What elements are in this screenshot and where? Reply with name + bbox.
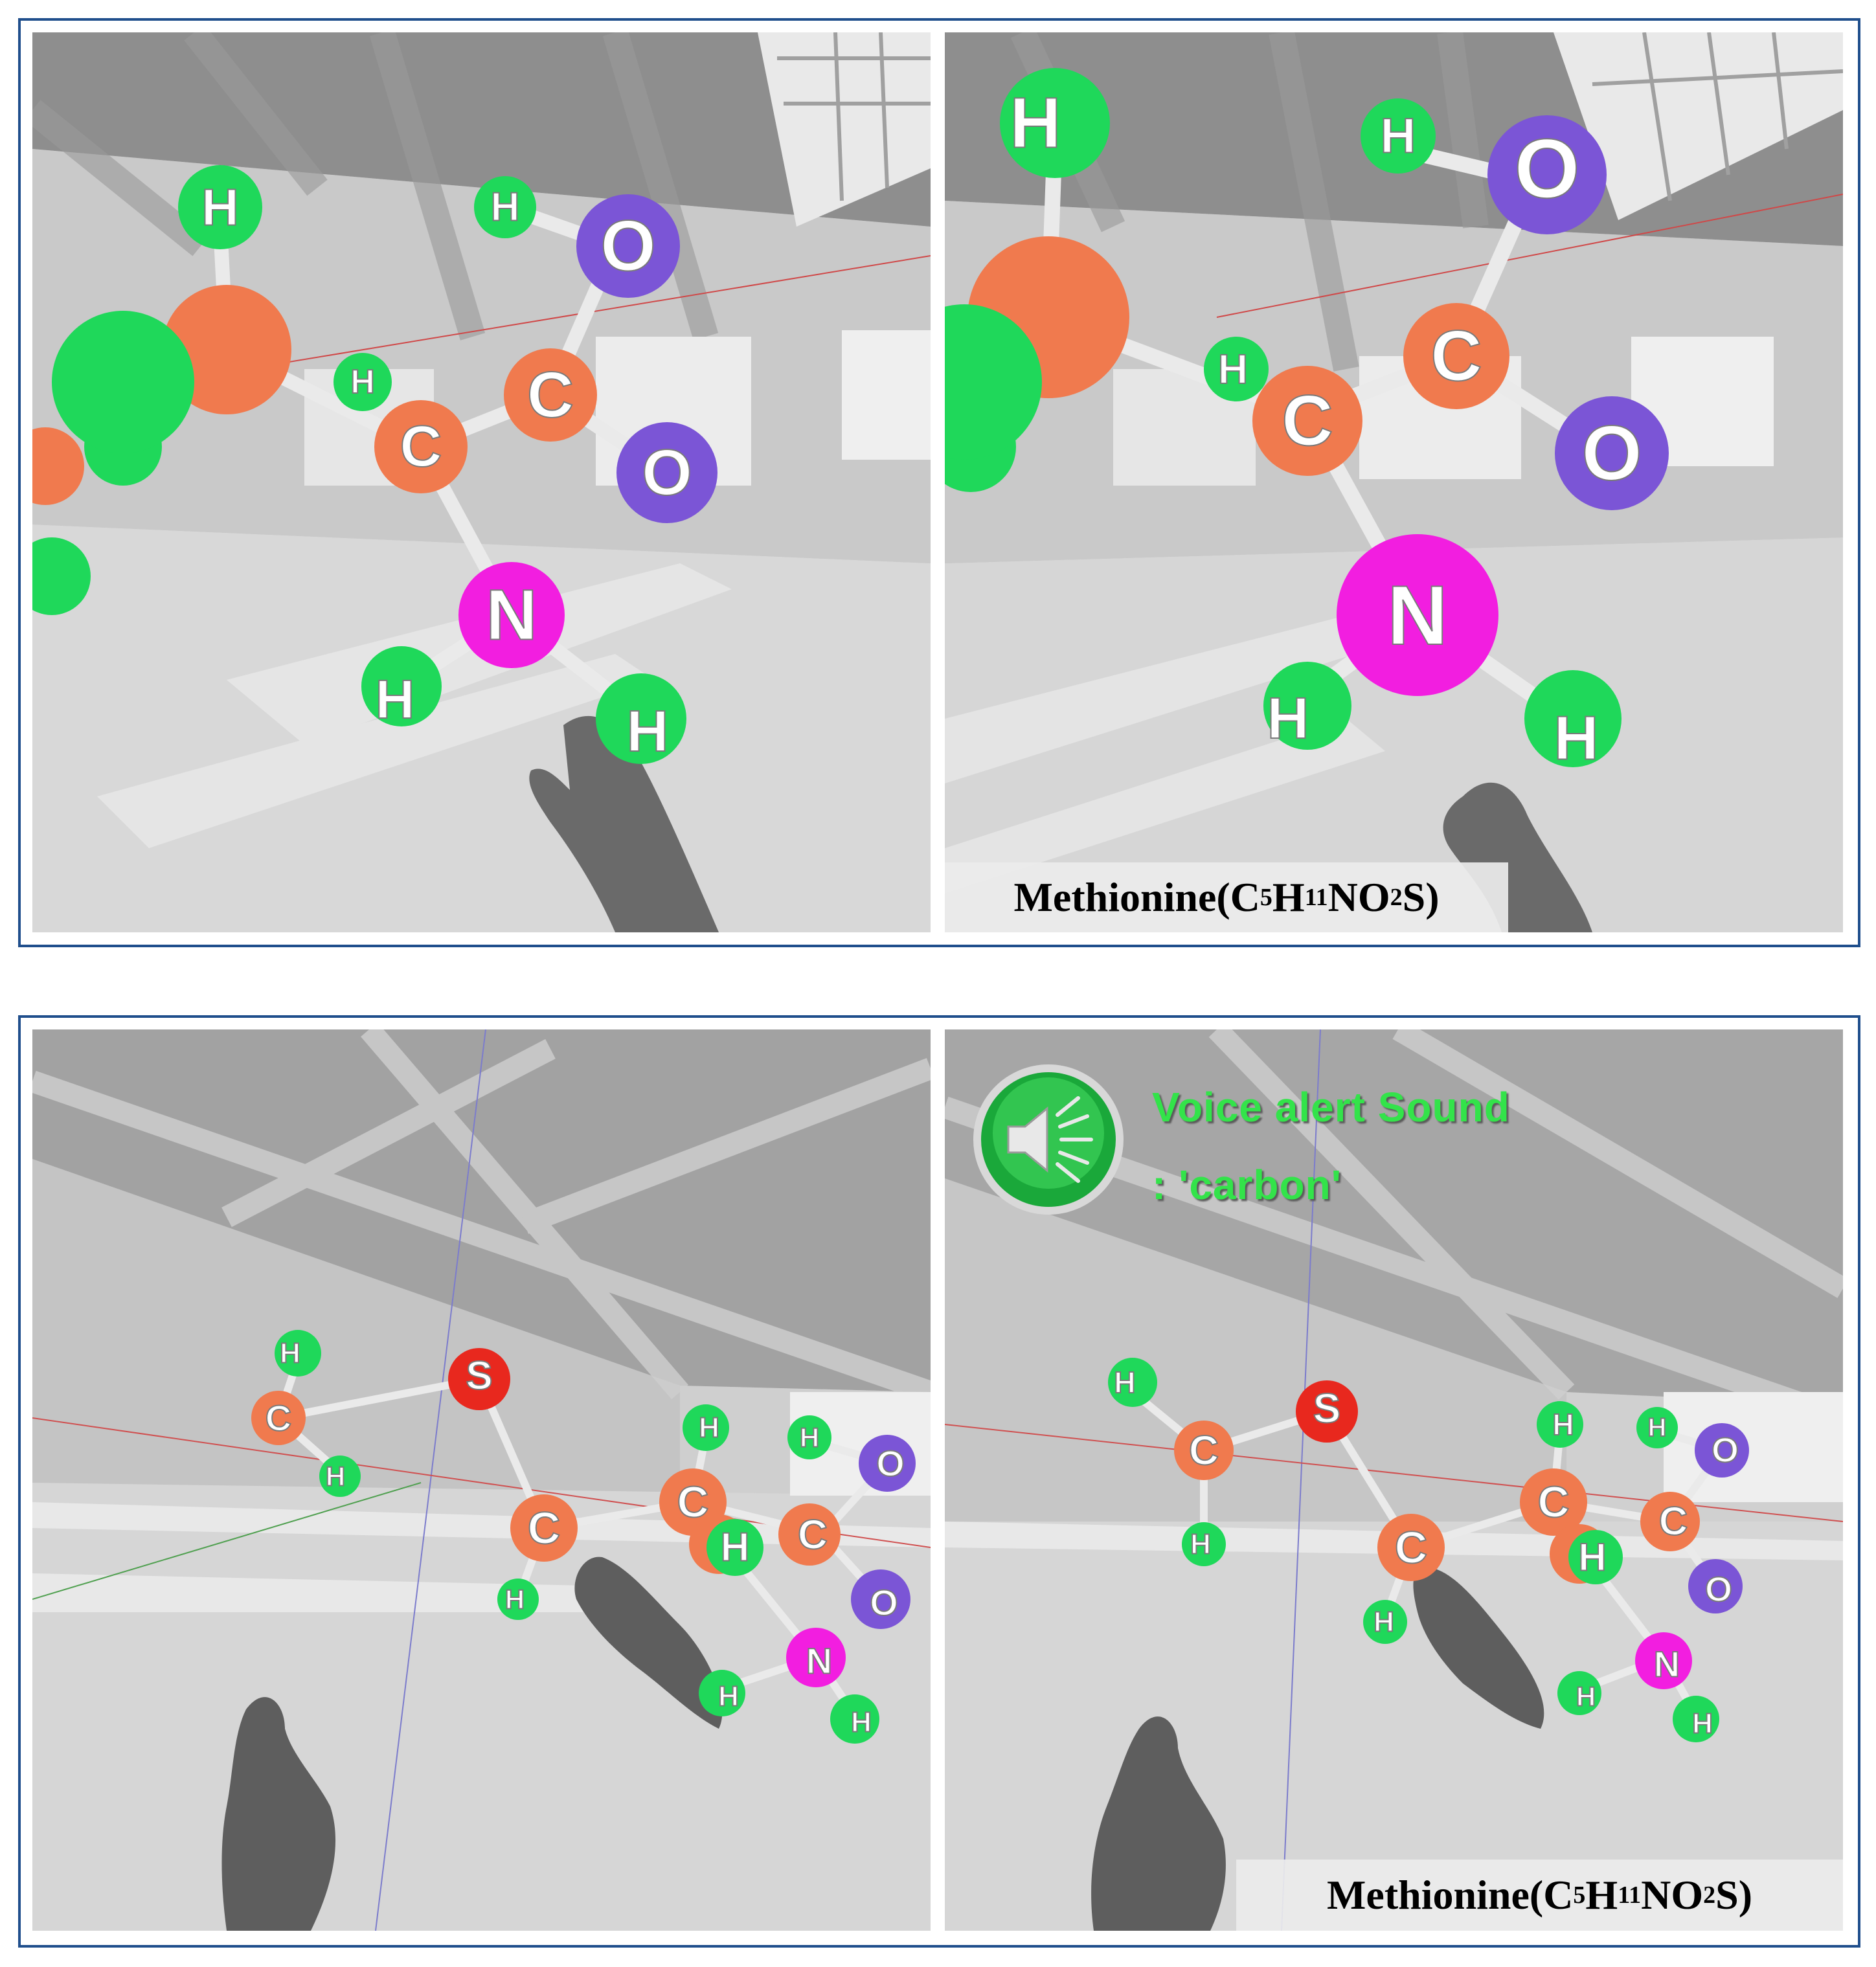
atom-label-s: S [1313,1385,1341,1432]
caption-sub: 5 [1573,1882,1586,1909]
atom-label-h: H [350,363,375,401]
atom-label-h: H [1218,346,1248,392]
atom-label-h: H [376,669,415,730]
atom-label-c: C [1189,1427,1219,1474]
caption-part: H [1585,1872,1618,1918]
atom-label-c: C [1659,1500,1688,1544]
atom-label-h: H [851,1707,872,1738]
atom-label-c: C [798,1511,828,1558]
caption-part: NO [1328,874,1390,920]
atom-label-h: H [1010,84,1061,163]
atom-label-c: C [528,1503,561,1553]
speaker-icon[interactable] [971,1062,1126,1217]
atom-label-s: S [466,1354,492,1399]
atom-label-h: H [1692,1708,1713,1740]
atom-label-h: H [1554,704,1598,773]
atom-label-c: C [400,414,442,479]
caption-sub: 5 [1260,884,1272,911]
atom-label-h: H [1190,1529,1211,1560]
right-hand-shadow [1413,1567,1544,1729]
atom-label-h: H [326,1461,345,1492]
atom-label-o: O [1581,410,1642,497]
voice-alert-value: : 'carbon' [1152,1162,1342,1208]
atom-label-h: H [800,1422,819,1453]
vr-scene-top-left: H H C H O C O N H H [32,32,931,932]
atom-label-h: H [699,1412,719,1444]
panel-bottom-right: H C H S C H H C H O H C O N H H [945,1029,1843,1931]
atom-label-n: N [486,576,537,655]
caption-sub: 2 [1390,884,1403,911]
caption-sub: 11 [1304,884,1328,911]
vr-scene-top-right: H H C H O C O N H H [945,32,1843,932]
atom-label-h: H [1552,1408,1574,1441]
atom-label-c: C [1395,1522,1428,1573]
atom-label-n: N [1654,1644,1680,1685]
atom-label-h: H [1373,1606,1394,1638]
atom-label-h: H [1381,109,1416,164]
atom-label-c: C [1282,381,1333,461]
panel-bottom-left: C H H S C H H C H O H C O N H H [32,1029,931,1931]
atom-label-o: O [1705,1570,1732,1609]
caption-sub: 2 [1703,1882,1716,1909]
atom-label-c: C [266,1398,291,1439]
vr-scene-bottom-left: C H H S C H H C H O H C O N H H [32,1029,931,1931]
voice-alert-title: Voice alert Sound [1152,1084,1510,1130]
atom-label-h: H [505,1584,525,1615]
atom-label-h: H [1267,686,1309,751]
caption-name: Methionine(C [1013,874,1260,920]
caption-name: Methionine(C [1327,1872,1574,1918]
atom-label-h: H [1576,1681,1596,1712]
vr-scene-bottom-right: H C H S C H H C H O H C O N H H [945,1029,1843,1931]
atom-label-o: O [1514,121,1579,216]
atom-label-c: C [527,359,574,431]
panel-top-left: H H C H O C O N H H [32,32,931,932]
atom-label-h: H [1114,1366,1135,1399]
left-hand-shadow [1091,1716,1226,1931]
hand-shadow [1443,782,1592,932]
top-figure-frame: H H C H O C O N H H [18,18,1860,947]
caption-sub: 11 [1618,1882,1642,1909]
caption-part: NO [1641,1872,1704,1918]
atom-label-h: H [627,699,669,764]
left-hand-shadow [221,1697,336,1931]
caption-part: H [1272,874,1305,920]
hand-shadow [529,715,719,932]
atom-label-o: O [876,1443,905,1484]
atom-label-h: H [1578,1536,1606,1579]
atom-label-h: H [1648,1413,1667,1442]
caption-part: S) [1715,1872,1752,1918]
atom-label-h: H [491,185,520,230]
atom-label-h: H [201,179,239,236]
atom-label-o: O [642,436,692,509]
atom-label-c: C [1537,1478,1569,1527]
atom-label-h: H [280,1338,300,1369]
atom-label-o: O [1712,1431,1739,1470]
atom-label-n: N [1387,568,1448,662]
atom-label-o: O [870,1582,898,1623]
caption-part: S) [1402,874,1440,920]
right-hand-shadow [574,1557,723,1729]
bottom-figure-frame: C H H S C H H C H O H C O N H H [18,1015,1860,1948]
atom-label-h: H [721,1525,750,1570]
atom-label-n: N [806,1641,832,1681]
atom-label-o: O [600,207,656,286]
atom-label-c: C [1430,317,1482,396]
atom-label-h: H [718,1681,739,1713]
